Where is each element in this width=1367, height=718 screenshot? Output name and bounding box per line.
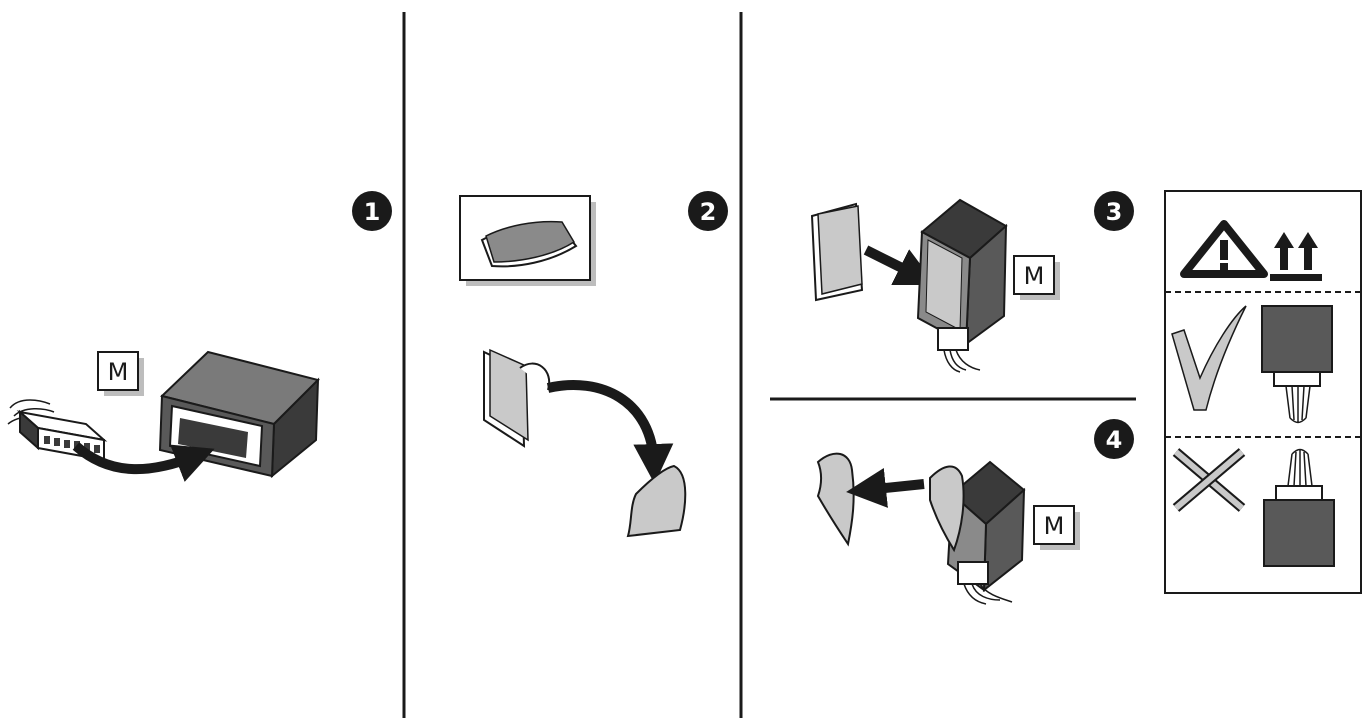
step-4: 4 M — [816, 419, 1134, 605]
cross-mark-icon — [1172, 448, 1246, 512]
adhesive-pad-icon — [459, 195, 596, 286]
removed-liner-icon — [626, 464, 687, 538]
module-label: M — [1033, 505, 1080, 550]
module-label: M — [1013, 255, 1060, 300]
step-number-4: 4 — [1094, 419, 1134, 459]
remove-arrow-icon — [846, 468, 925, 508]
svg-text:2: 2 — [700, 198, 717, 226]
step-number-2: 2 — [688, 191, 728, 231]
check-mark-icon — [1171, 305, 1247, 411]
module-wires-up-icon — [1263, 448, 1335, 567]
peel-arrow-icon — [546, 380, 674, 484]
module-box-icon — [158, 350, 320, 479]
orientation-panel — [1164, 190, 1362, 594]
warning-triangle-icon — [1180, 220, 1268, 278]
insert-arrow-icon — [72, 442, 215, 482]
svg-text:M: M — [1024, 262, 1045, 290]
module-label: M — [97, 351, 144, 396]
step-2: 2 — [459, 191, 728, 538]
adhesive-pad-icon — [810, 202, 864, 302]
step-number-3: 3 — [1094, 191, 1134, 231]
svg-text:M: M — [108, 358, 129, 386]
step-3: 3 M — [810, 191, 1134, 373]
step-1: 1 M — [7, 191, 392, 482]
svg-text:4: 4 — [1106, 426, 1123, 454]
module-box-icon — [929, 460, 1026, 605]
this-way-up-arrows-icon — [1270, 232, 1322, 281]
peel-liner-icon — [483, 348, 551, 448]
attach-arrow-icon — [863, 245, 936, 285]
step-number-1: 1 — [352, 191, 392, 231]
svg-text:1: 1 — [364, 198, 381, 226]
svg-text:M: M — [1044, 512, 1065, 540]
removed-liner-icon — [816, 452, 855, 547]
module-wires-down-icon — [1261, 305, 1333, 424]
svg-text:3: 3 — [1106, 198, 1123, 226]
module-box-icon — [916, 198, 1008, 373]
